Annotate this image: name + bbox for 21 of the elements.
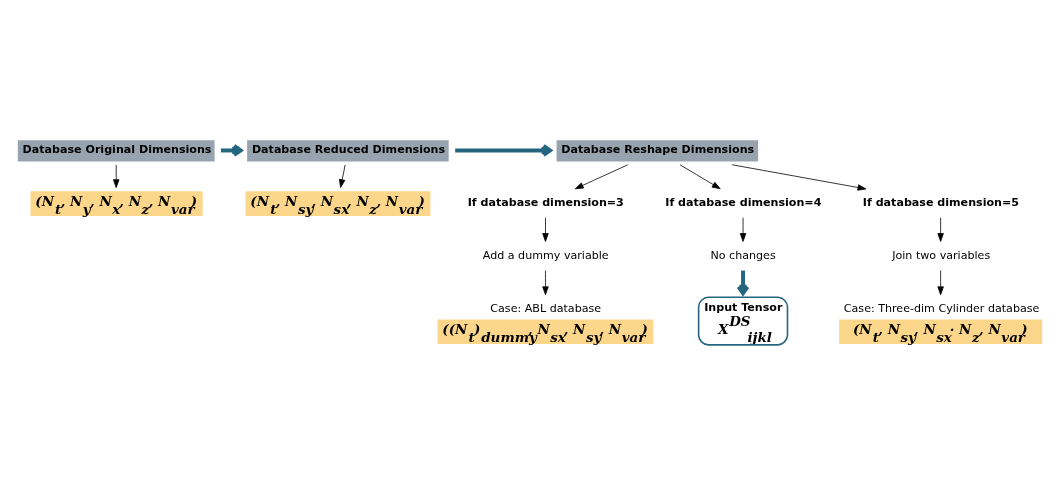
node-text: Join two variables [892,249,991,263]
node-text: Add a dummy variable [482,249,609,263]
node-text: If database dimension=4 [665,195,822,209]
arrow [113,164,120,188]
node-box: Database Reshape Dimensions [556,140,759,162]
arrow [542,217,549,242]
arrow [731,164,867,191]
arrow [937,217,944,242]
node-label: Case: Three-dim Cylinder database [843,301,1040,315]
node-text: If database dimension=5 [862,195,1019,209]
arrow [339,164,346,188]
arrow [679,164,721,190]
node-label: Case: ABL database [490,301,602,315]
node-box: Database Original Dimensions [17,140,215,162]
arrow [542,270,549,296]
arrow [937,270,944,296]
node-text: If database dimension=3 [467,195,624,209]
node-box: Database Reduced Dimensions [247,140,449,162]
node-text: No changes [710,249,776,263]
arrow [574,164,629,190]
arrow [739,217,747,242]
